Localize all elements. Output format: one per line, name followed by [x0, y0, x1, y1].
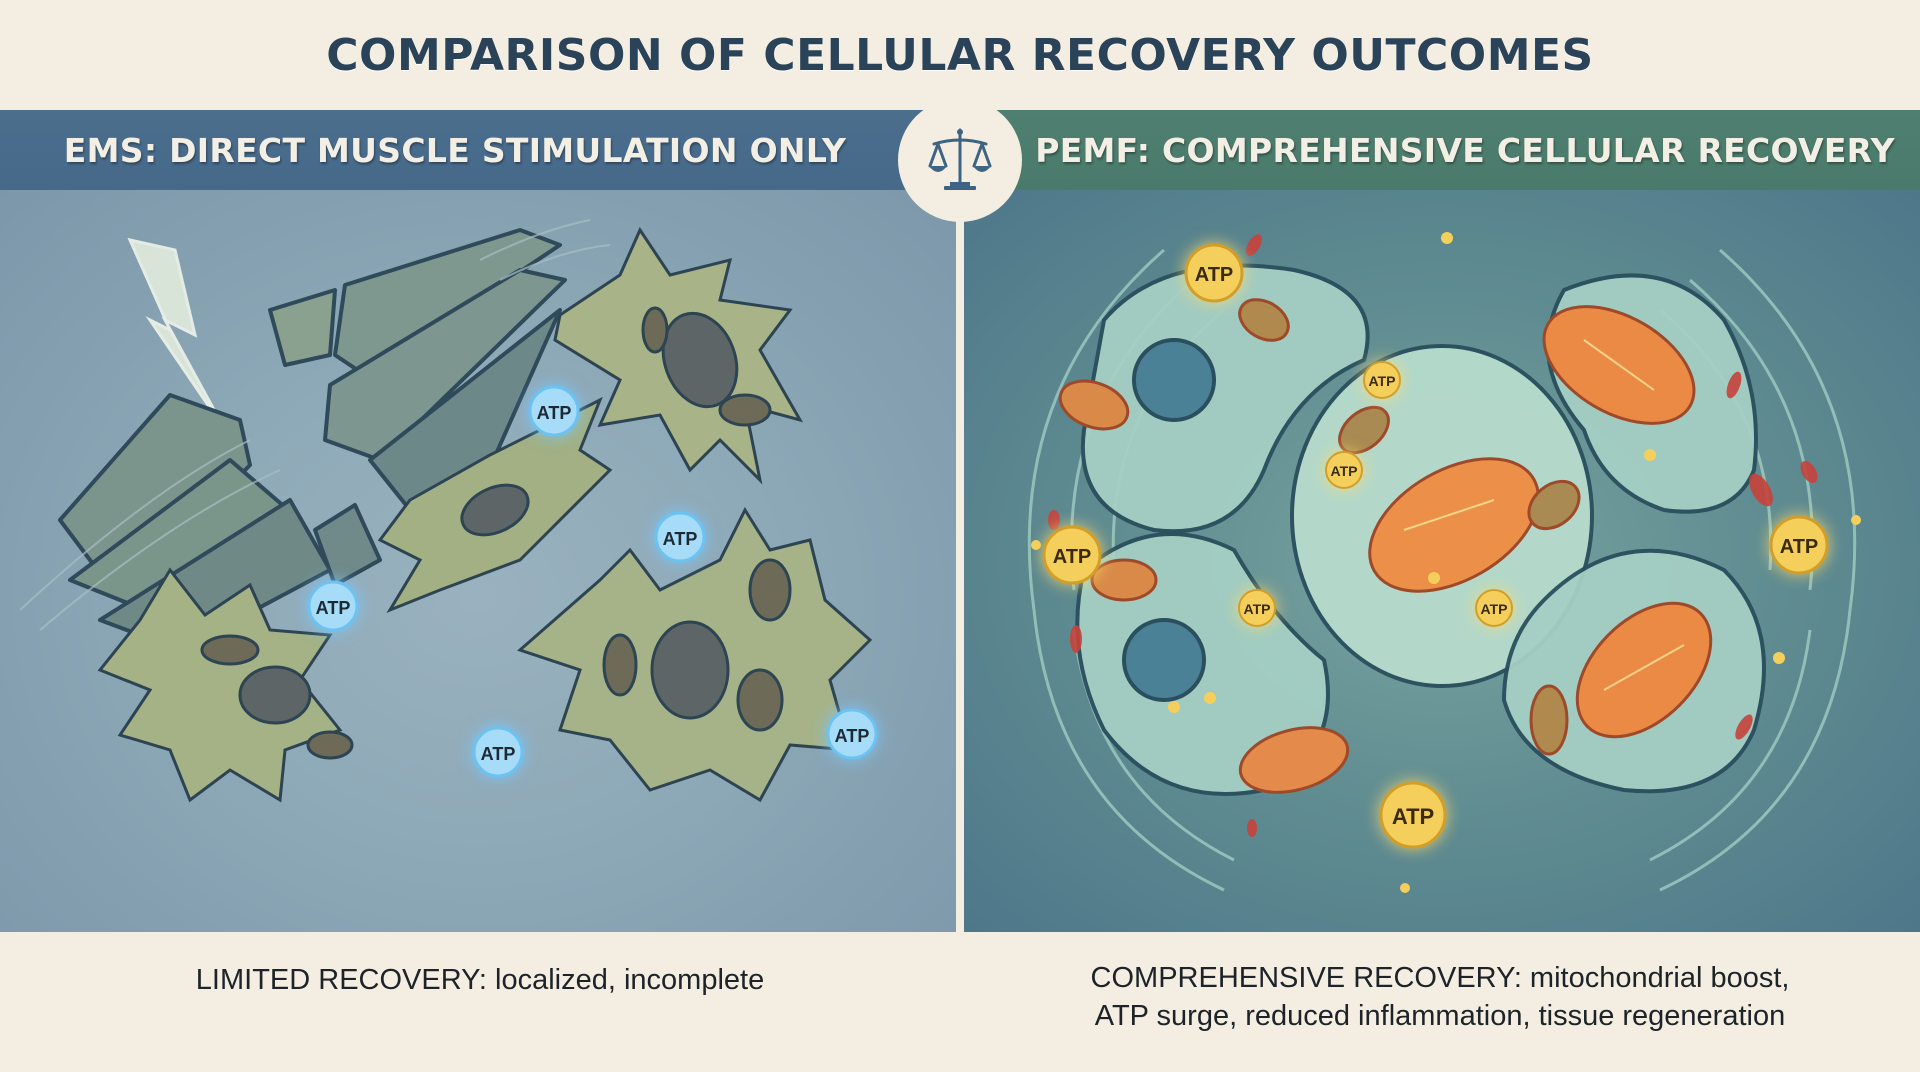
svg-text:ATP: ATP	[663, 529, 698, 549]
pemf-caption-line1: COMPREHENSIVE RECOVERY: mitochondrial bo…	[1090, 962, 1790, 994]
atp-molecule: ATP	[528, 385, 580, 437]
svg-text:ATP: ATP	[1331, 463, 1358, 479]
atp-molecule: ATP	[1238, 589, 1276, 627]
pemf-illustration-panel: ATP ATP ATP ATP ATP ATP ATP ATP	[964, 190, 1920, 932]
pemf-banner-label: PEMF: COMPREHENSIVE CELLULAR RECOVERY	[1035, 130, 1895, 170]
pemf-banner: PEMF: COMPREHENSIVE CELLULAR RECOVERY	[980, 110, 1920, 190]
atp-molecule: ATP	[1363, 361, 1401, 399]
glowing-mitochondria	[1058, 298, 1713, 794]
svg-text:ATP: ATP	[1244, 601, 1271, 617]
panel-divider	[956, 190, 964, 932]
atp-molecule: ATP	[1325, 451, 1363, 489]
atp-molecule: ATP	[307, 580, 359, 632]
pemf-caption-line2: ATP surge, reduced inflammation, tissue …	[1094, 999, 1786, 1032]
ems-banner: EMS: DIRECT MUSCLE STIMULATION ONLY	[0, 110, 940, 190]
pemf-caption: COMPREHENSIVE RECOVERY: mitochondrial bo…	[960, 932, 1920, 1072]
atp-molecule: ATP	[1379, 781, 1447, 849]
atp-molecule: ATP	[1042, 525, 1102, 585]
balance-scale-icon	[928, 128, 992, 190]
lightning-bolt-icon	[127, 237, 227, 431]
svg-text:ATP: ATP	[835, 726, 870, 746]
svg-text:ATP: ATP	[1481, 601, 1508, 617]
page-title: COMPARISON OF CELLULAR RECOVERY OUTCOMES	[326, 29, 1594, 81]
atp-molecule: ATP	[472, 726, 524, 778]
svg-text:ATP: ATP	[481, 744, 516, 764]
atp-molecule: ATP	[1769, 515, 1829, 575]
atp-molecule: ATP	[1475, 589, 1513, 627]
atp-molecule: ATP	[654, 511, 706, 563]
svg-text:ATP: ATP	[537, 403, 572, 423]
ems-illustration-panel: ATP ATP ATP ATP ATP	[0, 190, 958, 932]
svg-text:ATP: ATP	[1780, 536, 1819, 558]
svg-text:ATP: ATP	[1195, 264, 1234, 286]
svg-text:ATP: ATP	[1053, 546, 1092, 568]
ems-banner-label: EMS: DIRECT MUSCLE STIMULATION ONLY	[63, 130, 847, 170]
ems-caption: LIMITED RECOVERY: localized, incomplete	[0, 932, 960, 1072]
svg-text:ATP: ATP	[1369, 373, 1396, 389]
fractured-muscle-fibers	[58, 228, 567, 652]
svg-text:ATP: ATP	[1392, 804, 1434, 829]
scale-badge	[898, 98, 1022, 222]
atp-molecule: ATP	[826, 708, 878, 760]
svg-text:ATP: ATP	[316, 598, 351, 618]
stressed-cells	[97, 226, 873, 803]
ems-caption-text: LIMITED RECOVERY: localized, incomplete	[195, 964, 765, 996]
atp-molecule: ATP	[1184, 243, 1244, 303]
